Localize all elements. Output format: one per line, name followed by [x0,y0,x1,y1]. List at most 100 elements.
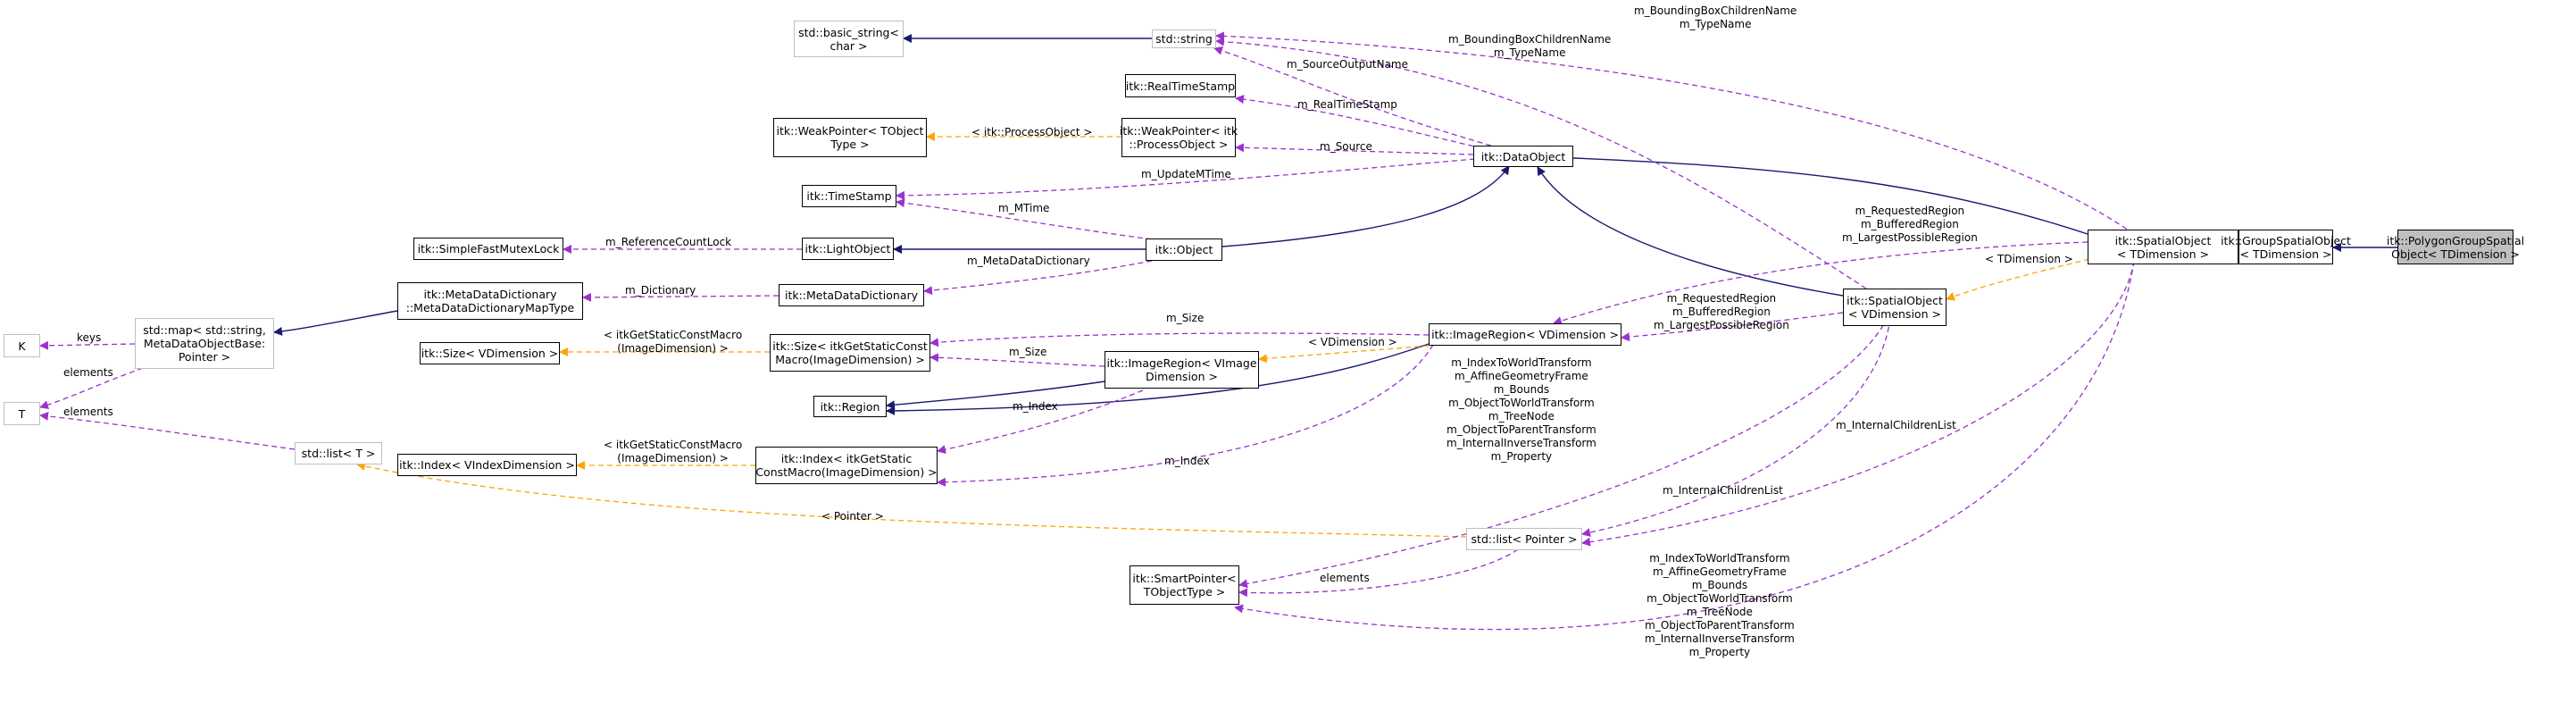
node-t-line-1: T [18,406,26,421]
node-mdd-maptype-line-1: itk::MetaDataDictionary [423,288,557,301]
label-elements-map-line-1: elements [63,366,113,379]
edge-source-output-name [1213,46,1492,146]
label-regions-top: m_RequestedRegion m_BufferedRegion m_Lar… [1842,205,1978,245]
node-mdd-maptype[interactable]: itk::MetaDataDictionary ::MetaDataDictio… [397,282,583,320]
node-imageregion-vdimension[interactable]: itk::ImageRegion< VDimension > [1429,323,1621,346]
node-std-list-t[interactable]: std::list< T > [295,442,382,464]
node-index-static-const-line-1: itk::Index< itkGetStatic [780,452,913,465]
label-keys-line-1: keys [77,331,102,344]
node-polygon-group-spatialobject[interactable]: itk::PolygonGroupSpatial Object< TDimens… [2387,230,2524,264]
node-simple-fast-mutex-lock-line-1: itk::SimpleFastMutexLock [417,242,560,255]
node-timestamp-line-1: itk::TimeStamp [806,189,892,203]
node-timestamp[interactable]: itk::TimeStamp [802,185,896,207]
node-weakpointer-tobject[interactable]: itk::WeakPointer< TObject Type > [773,118,927,157]
node-imageregion-vimage-line-1: itk::ImageRegion< VImage [1106,356,1257,370]
node-index-static-const[interactable]: itk::Index< itkGetStatic ConstMacro(Imag… [755,447,938,484]
node-weakpointer-processobject-line-2: ::ProcessObject > [1129,138,1229,151]
label-source-line-1: m_Source [1320,140,1372,153]
edge-elements-map [39,367,144,410]
label-vdimension-line-1: < VDimension > [1308,336,1397,348]
edge-elements-list [39,411,296,450]
label-transforms-mid-line-7: m_InternalInverseTransform [1446,437,1596,449]
edge-transforms-bottom [1234,260,2135,631]
node-smartpointer-line-1: itk::SmartPointer< [1132,572,1237,585]
node-imageregion-vimage[interactable]: itk::ImageRegion< VImage Dimension > [1105,351,1259,389]
edge-imageregion-to-region [886,381,1105,410]
node-metadata-dictionary[interactable]: itk::MetaDataDictionary [779,284,924,306]
label-bbox-typename-mid-line-2: m_TypeName [1493,46,1566,59]
label-transforms-bottom-line-8: m_Property [1688,646,1751,658]
edge-regions-top [1553,241,2088,325]
label-index-line-1: m_Index [1164,455,1210,467]
edge-source [1235,143,1474,155]
node-weakpointer-processobject[interactable]: itk::WeakPointer< itk ::ProcessObject > [1119,118,1238,157]
label-elements-sp: elements [1320,572,1370,585]
node-index-vindex[interactable]: itk::Index< VIndexDimension > [397,454,577,476]
label-transforms-bottom-line-3: m_Bounds [1691,579,1748,591]
edge-elements-sp [1238,548,1519,598]
label-elements-list-line-1: elements [63,406,113,418]
edge-list-template [356,462,1467,538]
node-std-list-t-line-1: std::list< T > [301,447,376,460]
node-dataobject[interactable]: itk::DataObject [1473,146,1573,167]
edge-mtime [896,198,1153,240]
node-weakpointer-processobject-line-1: itk::WeakPointer< itk [1119,124,1238,138]
node-basic-string[interactable]: std::basic_string< char > [794,21,904,57]
edge-regions-mid [1621,312,1844,342]
node-smartpointer[interactable]: itk::SmartPointer< TObjectType > [1130,565,1239,605]
label-regions-top-line-3: m_LargestPossibleRegion [1842,231,1978,244]
label-ref-count-lock: m_ReferenceCountLock [605,236,731,249]
label-vdimension: < VDimension > [1308,336,1397,349]
label-process-object-line-1: < itk::ProcessObject > [971,126,1093,138]
node-size-vdimension[interactable]: itk::Size< VDimension > [420,342,560,364]
node-polygon-group-line-2: Object< TDimension > [2391,247,2520,261]
node-basic-string-line-1: std::basic_string< [798,25,899,39]
node-imageregion-vdimension-line-1: itk::ImageRegion< VDimension > [1431,328,1619,341]
node-std-list-pointer-line-1: std::list< Pointer > [1471,532,1578,546]
label-size-mid-line-1: m_Size [1009,346,1047,358]
node-std-map-line-3: Pointer > [178,350,231,364]
label-static-const-index-line-1: < itkGetStaticConstMacro [604,439,743,451]
label-index-mid-line-1: m_Index [1013,400,1058,413]
node-std-map[interactable]: std::map< std::string, MetaDataObjectBas… [135,318,274,369]
label-internal-children-right: m_InternalChildrenList [1836,419,1956,432]
label-elements-list: elements [63,406,113,419]
label-mtime-line-1: m_MTime [998,202,1050,214]
node-region-line-1: itk::Region [820,399,880,414]
node-spatialobject-vdimension[interactable]: itk::SpatialObject < VDimension > [1843,289,1947,326]
node-group-spatialobject[interactable]: itk::GroupSpatialObject < TDimension > [2221,230,2351,264]
node-weakpointer-tobject-line-2: Type > [830,138,870,151]
node-spatialobject-vdimension-line-1: itk::SpatialObject [1847,294,1943,307]
node-object[interactable]: itk::Object [1146,239,1222,261]
node-size-static-const-line-2: Macro(ImageDimension) > [775,353,925,366]
node-real-timestamp[interactable]: itk::RealTimeStamp [1125,74,1236,97]
label-transforms-bottom-line-4: m_ObjectToWorldTransform [1646,592,1793,605]
label-regions-mid: m_RequestedRegion m_BufferedRegion m_Lar… [1654,292,1789,332]
label-internal-children-right-line-1: m_InternalChildrenList [1836,419,1956,431]
node-size-static-const[interactable]: itk::Size< itkGetStaticConst Macro(Image… [770,334,930,372]
node-lightobject[interactable]: itk::LightObject [802,238,894,260]
edge-transforms-mid [1238,308,1892,589]
node-simple-fast-mutex-lock[interactable]: itk::SimpleFastMutexLock [413,238,563,260]
label-pointer-line-1: < Pointer > [821,510,884,523]
label-transforms-mid-line-2: m_AffineGeometryFrame [1455,370,1588,382]
node-region[interactable]: itk::Region [813,396,887,417]
label-regions-mid-line-3: m_LargestPossibleRegion [1654,319,1789,331]
node-k[interactable]: K [4,334,40,357]
node-std-list-pointer[interactable]: std::list< Pointer > [1466,528,1582,550]
label-transforms-bottom-line-2: m_AffineGeometryFrame [1653,565,1787,578]
edge-metadata-dictionary [923,258,1162,296]
label-transforms-mid-line-6: m_ObjectToParentTransform [1446,423,1596,436]
edge-spatialobject-template [1946,258,2090,301]
node-std-string[interactable]: std::string [1152,29,1216,48]
edge-dictionary [582,292,779,302]
label-size-line-1: m_Size [1166,312,1205,324]
edge-internal-children-right [1581,260,2135,547]
label-size-mid: m_Size [1009,346,1046,359]
node-spatialobject-tdimension[interactable]: itk::SpatialObject < TDimension > [2088,230,2238,264]
label-regions-mid-line-1: m_RequestedRegion [1666,292,1777,305]
node-dataobject-line-1: itk::DataObject [1480,149,1566,163]
label-bbox-typename-mid: m_BoundingBoxChildrenName m_TypeName [1448,33,1611,60]
node-t[interactable]: T [4,402,40,425]
label-update-mtime: m_UpdateMTime [1141,168,1231,181]
